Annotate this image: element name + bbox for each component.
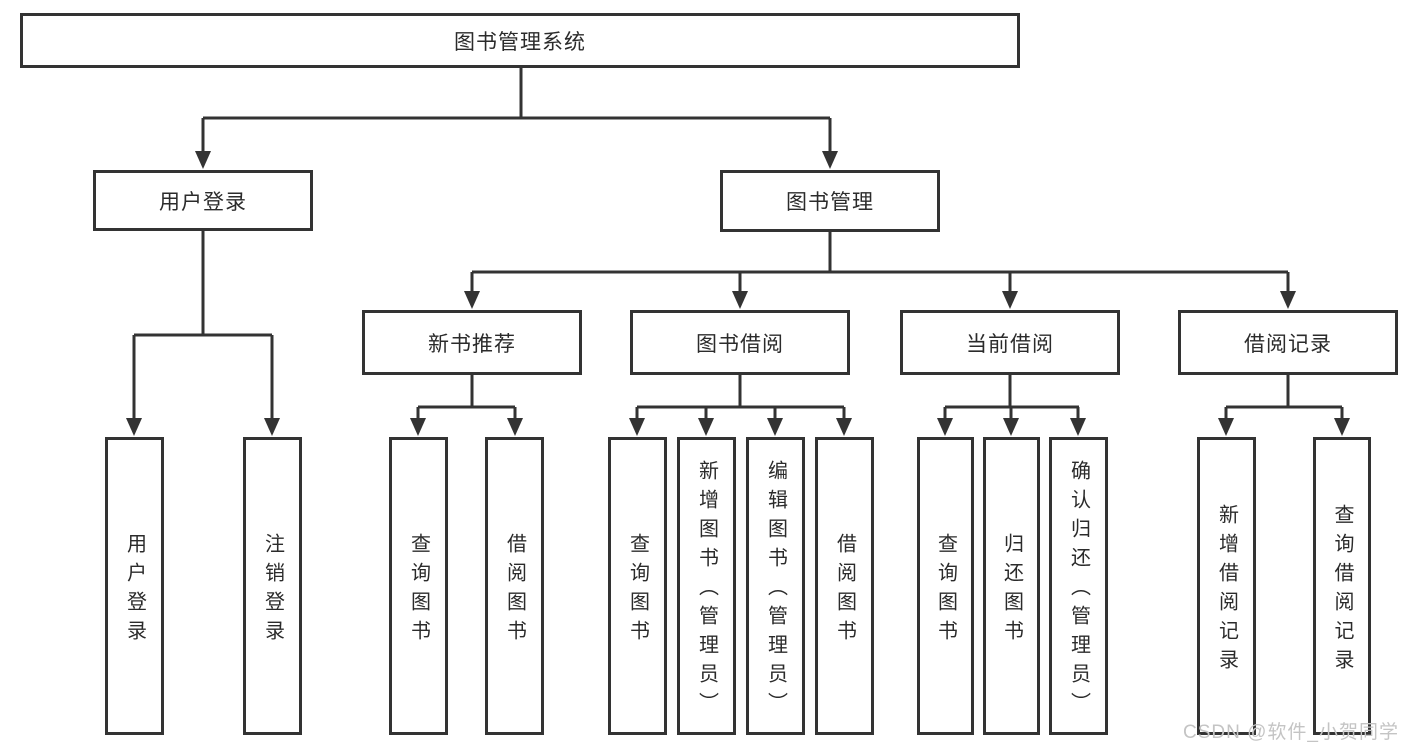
leaf-label: 编辑图书（管理员） — [764, 460, 787, 721]
leaf-label: 借阅图书 — [833, 532, 856, 649]
leaf-label: 注销登录 — [261, 532, 284, 649]
arrowhead-icon — [195, 151, 211, 169]
node-current-borrowing: 当前借阅 — [900, 310, 1120, 375]
leaf-label: 查询图书 — [407, 532, 430, 649]
leaf-query-borrow-record: 查询借阅记录 — [1313, 437, 1371, 735]
arrowhead-icon — [507, 418, 523, 436]
leaf-confirm-return-admin: 确认归还（管理员） — [1049, 437, 1108, 735]
leaf-query-books: 查询图书 — [608, 437, 667, 735]
arrowhead-icon — [698, 418, 714, 436]
arrowhead-icon — [1002, 291, 1018, 309]
leaf-label: 借阅图书 — [503, 532, 526, 649]
leaf-borrow-books: 借阅图书 — [815, 437, 874, 735]
arrowhead-icon — [822, 151, 838, 169]
arrowhead-icon — [1003, 418, 1019, 436]
leaf-user-login: 用户登录 — [105, 437, 164, 735]
leaf-borrow-books: 借阅图书 — [485, 437, 544, 735]
arrowhead-icon — [1280, 291, 1296, 309]
arrowhead-icon — [126, 418, 142, 436]
leaf-label: 新增图书（管理员） — [695, 460, 718, 721]
arrowhead-icon — [937, 418, 953, 436]
node-new-book-recommendation: 新书推荐 — [362, 310, 582, 375]
arrowhead-icon — [836, 418, 852, 436]
node-book-management: 图书管理 — [720, 170, 940, 232]
leaf-edit-book-admin: 编辑图书（管理员） — [746, 437, 805, 735]
leaf-label: 查询图书 — [626, 532, 649, 649]
leaf-label: 归还图书 — [1000, 532, 1023, 649]
node-book-borrowing: 图书借阅 — [630, 310, 850, 375]
tree-connector-path — [132, 68, 1344, 420]
arrowhead-icon — [1070, 418, 1086, 436]
csdn-watermark: CSDN @软件_小贺同学 — [1183, 722, 1399, 743]
leaf-label: 查询借阅记录 — [1331, 503, 1353, 678]
leaf-logout-login: 注销登录 — [243, 437, 302, 735]
arrowhead-icon — [1218, 418, 1234, 436]
leaf-label: 新增借阅记录 — [1215, 503, 1238, 678]
node-borrowing-records: 借阅记录 — [1178, 310, 1398, 375]
leaf-add-borrow-record: 新增借阅记录 — [1197, 437, 1256, 735]
leaf-add-book-admin: 新增图书（管理员） — [677, 437, 736, 735]
node-user-login: 用户登录 — [93, 170, 313, 231]
arrowhead-icon — [1334, 418, 1350, 436]
leaf-return-book: 归还图书 — [983, 437, 1040, 735]
arrowhead-icon — [767, 418, 783, 436]
arrowhead-icon — [629, 418, 645, 436]
arrowheads — [126, 151, 1350, 436]
arrowhead-icon — [410, 418, 426, 436]
arrowhead-icon — [732, 291, 748, 309]
arrowhead-icon — [464, 291, 480, 309]
leaf-label: 确认归还（管理员） — [1067, 460, 1090, 721]
node-library-management-system: 图书管理系统 — [20, 13, 1020, 68]
leaf-query-books: 查询图书 — [389, 437, 448, 735]
leaf-query-books: 查询图书 — [917, 437, 974, 735]
leaf-label: 查询图书 — [934, 532, 957, 649]
leaf-label: 用户登录 — [123, 532, 146, 649]
arrowhead-icon — [264, 418, 280, 436]
